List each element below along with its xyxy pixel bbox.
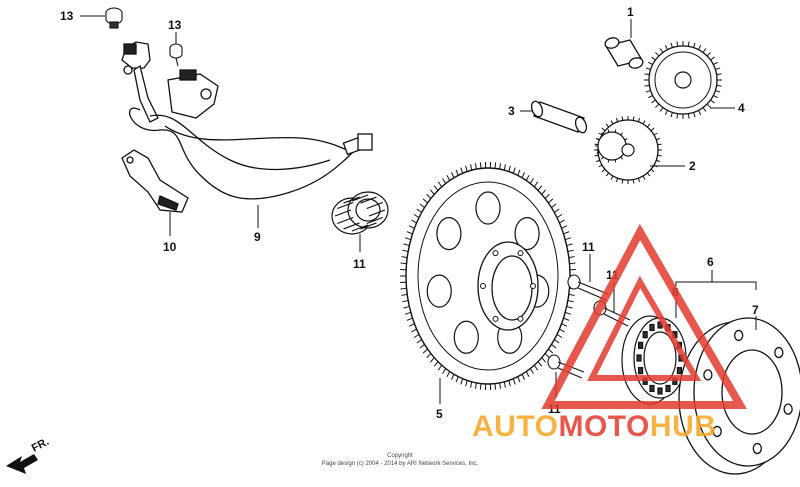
part-2-gear xyxy=(594,116,662,184)
label-7: 7 xyxy=(752,303,759,317)
front-direction-arrow: FR. xyxy=(6,436,51,474)
copyright-line-1: Copyright xyxy=(387,453,413,459)
watermark-logo: AUTOMOTOHUB xyxy=(472,223,747,443)
label-6: 6 xyxy=(707,255,714,269)
copyright-line-2: Page design (c) 2004 - 2014 by ARI Netwo… xyxy=(322,461,479,467)
part-11-bolt-a xyxy=(567,274,609,301)
label-1: 1 xyxy=(627,5,634,19)
label-9: 9 xyxy=(254,230,261,244)
part-5-starter-driven-gear xyxy=(400,162,576,390)
label-3: 3 xyxy=(508,104,515,118)
label-5: 5 xyxy=(436,407,443,421)
sensor-bracket xyxy=(121,41,219,123)
label-13b: 13 xyxy=(168,18,182,32)
part-1-pin xyxy=(604,37,644,69)
svg-text:AUTOMOTOHUB: AUTOMOTOHUB xyxy=(472,410,716,443)
part-8-one-way-clutch xyxy=(621,315,687,405)
part-13-bolt-a xyxy=(105,7,123,29)
part-13-bolt-b xyxy=(169,43,183,67)
label-4: 4 xyxy=(738,101,745,115)
label-2: 2 xyxy=(689,159,696,173)
part-7-clutch-outer xyxy=(678,317,800,475)
label-13a: 13 xyxy=(60,9,74,23)
watermark-moto: MOTO xyxy=(558,410,649,443)
watermark-auto: AUTO xyxy=(472,410,558,443)
front-direction-label: FR. xyxy=(30,436,51,455)
label-12: 11 xyxy=(353,257,366,271)
watermark-hub: HUB xyxy=(650,410,717,443)
part-3-shaft xyxy=(530,100,588,134)
part-9-sensor-wire xyxy=(129,107,373,200)
watermark-triangle-icon xyxy=(541,223,747,409)
part-10-plate xyxy=(121,149,189,213)
label-10: 10 xyxy=(163,240,177,254)
part-12-needle-bearing xyxy=(331,191,389,235)
label-11a: 11 xyxy=(582,240,595,254)
part-4-gear xyxy=(644,41,722,119)
bracket-6 xyxy=(675,281,757,290)
